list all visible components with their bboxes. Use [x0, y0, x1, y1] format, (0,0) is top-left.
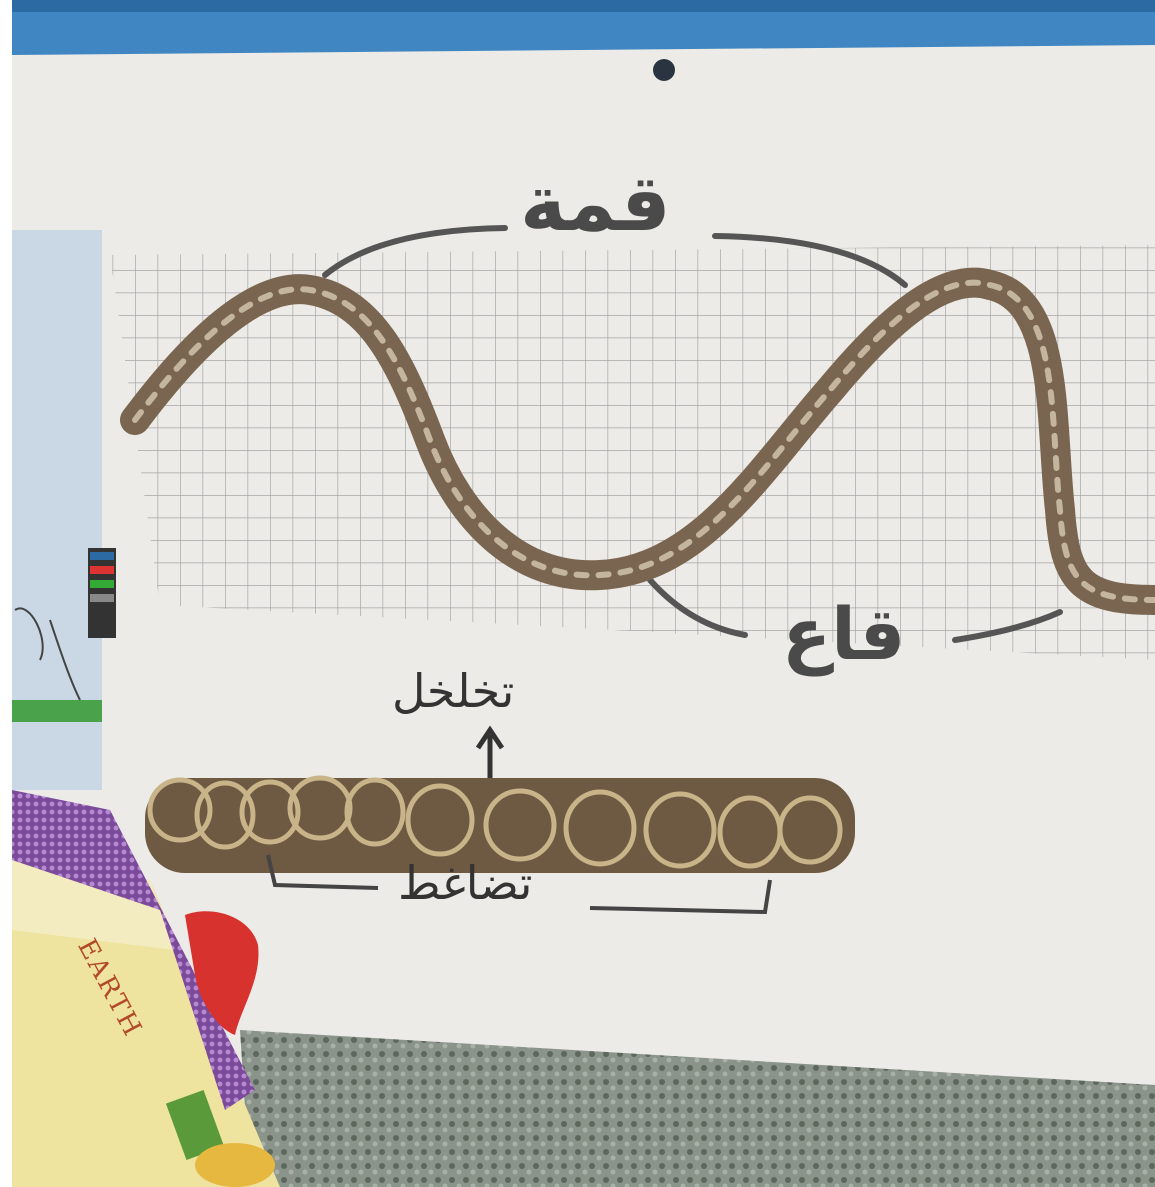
- compression-bracket-left: [266, 854, 379, 890]
- side-poster: [12, 230, 102, 790]
- peak-label: قمة: [520, 159, 671, 249]
- trough-arc-left: [647, 577, 748, 638]
- compression-bracket-right: [589, 879, 772, 915]
- left-frame: [0, 0, 12, 1187]
- peak-arc-left: [322, 225, 508, 278]
- bead-strap: [12, 790, 255, 1110]
- board-pin: [653, 59, 675, 81]
- trough-arc-right: [952, 609, 1063, 643]
- floor-mat: [240, 1030, 1155, 1187]
- coiled-rope: [145, 775, 855, 873]
- peak-arc-right: [712, 233, 908, 288]
- book-box: [12, 860, 280, 1187]
- red-fabric: [185, 911, 259, 1035]
- trough-label: قاع: [782, 592, 906, 676]
- rarefaction-label: تخلخل: [392, 664, 515, 718]
- compression-label: تضاغط: [398, 856, 533, 910]
